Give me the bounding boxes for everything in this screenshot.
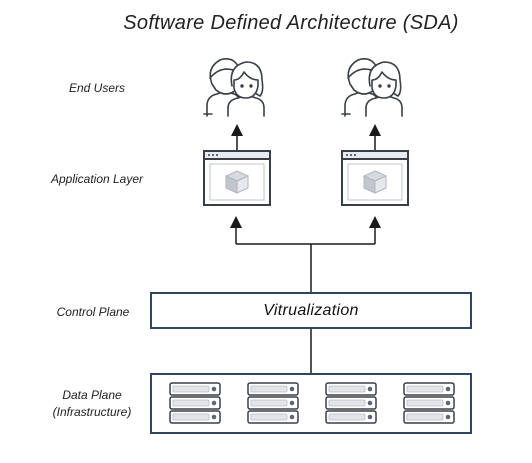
server-icon-3 [326,383,376,423]
control-plane-label: Control Plane [56,305,130,319]
virtualization-label: Vitrualization [263,301,359,319]
application-layer-label: Application Layer [50,172,144,186]
server-icon-1 [170,383,220,423]
users-icon-left [203,58,265,117]
end-users-label: End Users [68,81,126,95]
infrastructure-label: (Infrastructure) [52,405,132,419]
app-window-icon-right [341,150,409,206]
data-plane-box [150,373,472,434]
control-plane-box: Vitrualization [150,292,472,329]
server-icon-4 [404,383,454,423]
server-racks [152,375,470,432]
diagram-title: Software Defined Architecture (SDA) [123,12,459,34]
data-plane-label: Data Plane [62,388,122,402]
app-window-icon-left [203,150,271,206]
connector-control-to-apps [230,216,381,292]
server-icon-2 [248,383,298,423]
users-icon-right [341,58,403,117]
